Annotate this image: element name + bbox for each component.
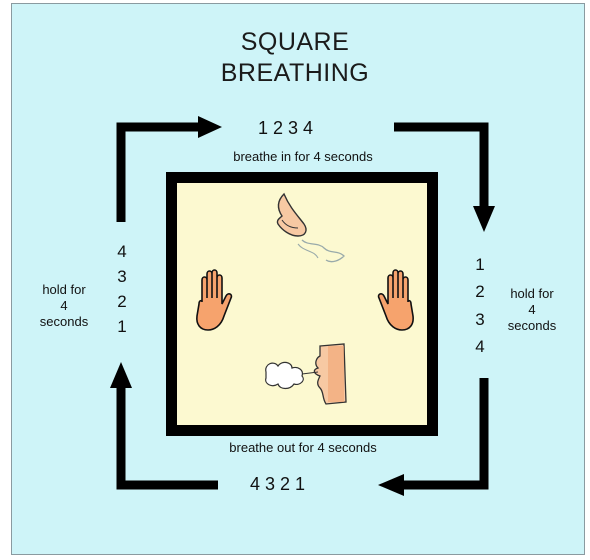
top-count: 1 2 3 4 [258,118,313,139]
top-label: breathe in for 4 seconds [203,149,403,165]
right-label-line-1: hold for [496,286,568,302]
hand-left-icon [190,268,238,334]
nose-icon [268,190,348,272]
mouth-exhale-icon [262,340,352,408]
left-count-3: 2 [112,290,132,314]
arrowhead-top [198,116,222,138]
bottom-label: breathe out for 4 seconds [193,440,413,456]
right-label-line-2: 4 [496,302,568,318]
left-label-line-2: 4 [28,298,100,314]
right-count-1: 1 [470,253,490,277]
arrowhead-right [473,206,495,232]
right-label-line-3: seconds [496,318,568,334]
left-count-2: 3 [112,265,132,289]
left-label-line-1: hold for [28,282,100,298]
right-count-3: 3 [470,308,490,332]
left-count-4: 1 [112,315,132,339]
left-label-line-3: seconds [28,314,100,330]
arrowhead-bottom [378,474,404,496]
arrowhead-left [110,362,132,388]
right-count-4: 4 [470,335,490,359]
bottom-count: 4 3 2 1 [250,474,305,495]
hand-right-icon [372,268,420,334]
left-count-1: 4 [112,240,132,264]
right-count-2: 2 [470,280,490,304]
